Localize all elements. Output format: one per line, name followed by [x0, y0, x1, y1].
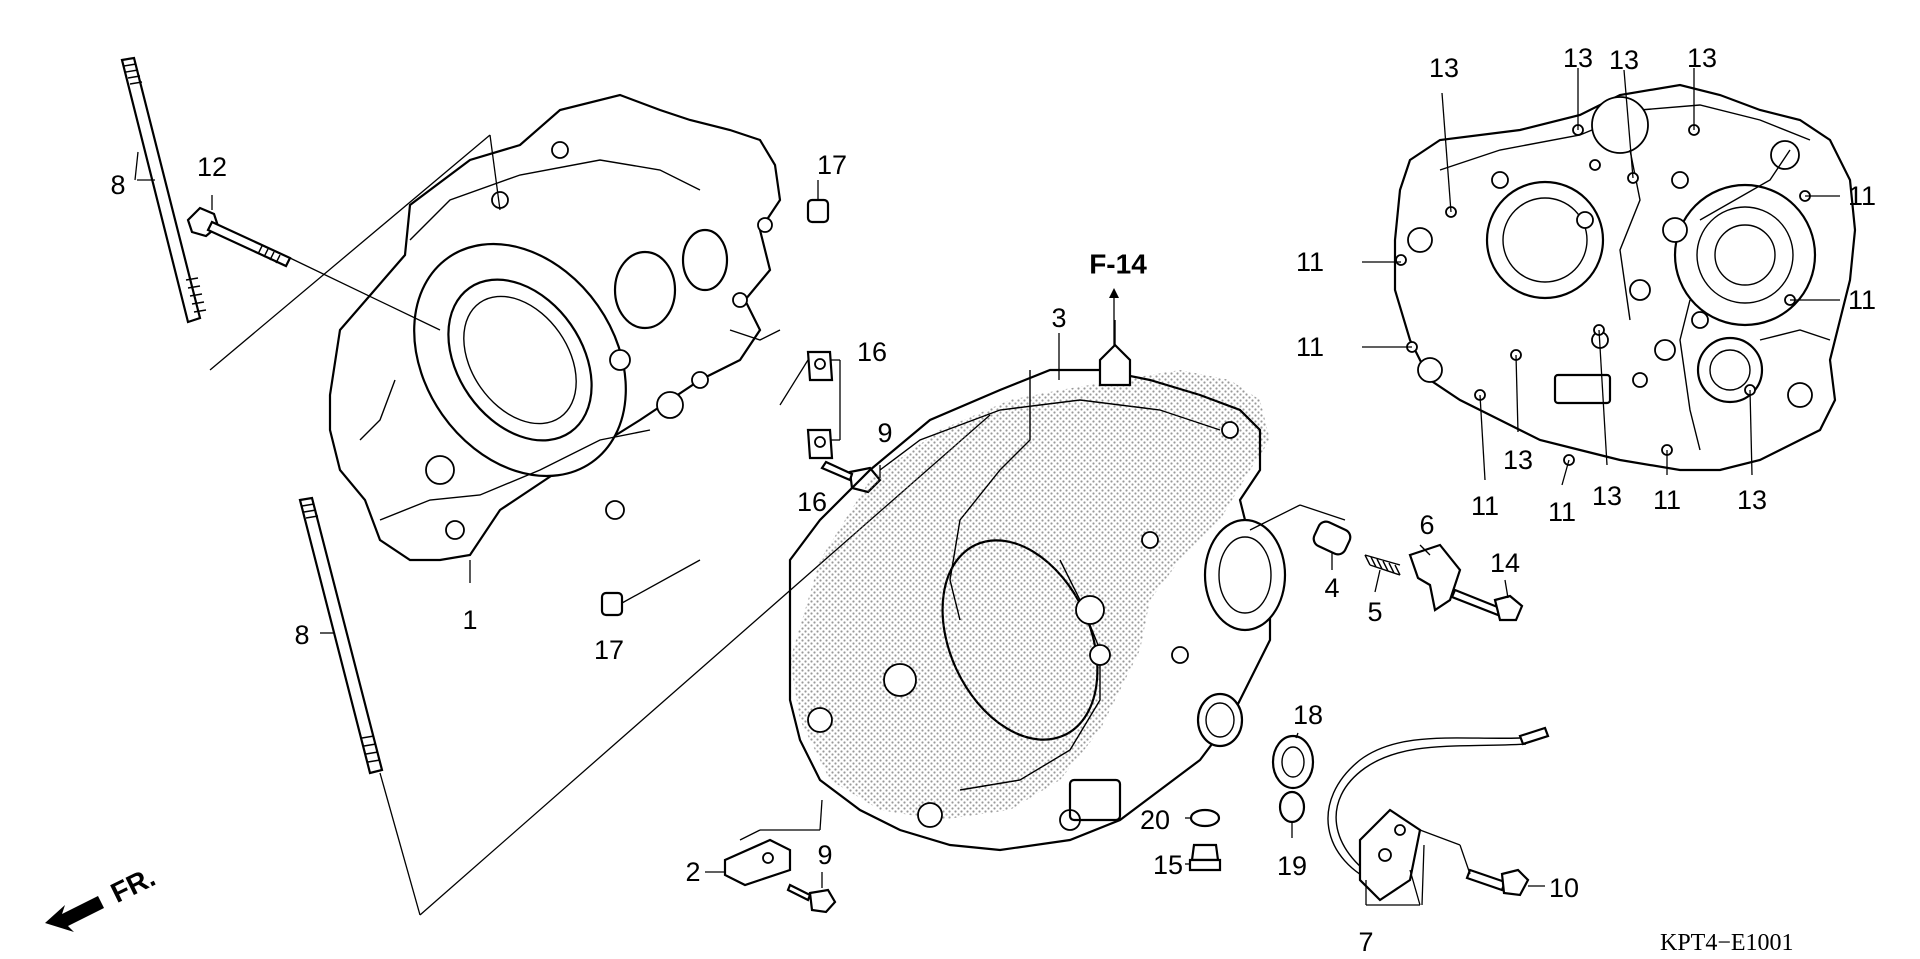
collar-4 [1312, 520, 1352, 556]
callout-15: 15 [1153, 850, 1183, 880]
callout-11-d: 11 [1296, 332, 1324, 362]
front-direction-arrow: FR. [45, 861, 160, 932]
callout-11-e: 11 [1471, 491, 1499, 521]
spring-5 [1364, 554, 1401, 576]
callout-16-upper: 16 [857, 337, 887, 367]
o-ring-19 [1278, 790, 1306, 824]
callout-13-g: 13 [1737, 485, 1767, 515]
callout-3: 3 [1051, 303, 1066, 333]
callout-13-e: 13 [1503, 445, 1533, 475]
crankcase-interior-view [1393, 83, 1857, 472]
callout-11-f: 11 [1548, 497, 1576, 527]
leaders-bottom-right [1185, 732, 1299, 865]
bolt-10 [1465, 868, 1530, 897]
stopper-arm-6 [1408, 543, 1462, 612]
callout-14: 14 [1490, 548, 1520, 578]
leaders-center [1058, 288, 1119, 380]
callout-13-f: 13 [1592, 481, 1622, 511]
leaders-sensor [1365, 829, 1545, 906]
oil-seal-18 [1271, 734, 1315, 790]
callout-13-b: 13 [1563, 43, 1593, 73]
callout-11-g: 11 [1653, 485, 1681, 515]
diagram-code: KPT4−E1001 [1660, 930, 1794, 956]
dowel-pin-upper [806, 198, 830, 224]
bolt-9-lower [786, 883, 837, 914]
callout-13-a: 13 [1429, 53, 1459, 83]
bolt-14 [1450, 588, 1524, 622]
callout-5: 5 [1367, 597, 1382, 627]
callout-13-d: 13 [1687, 43, 1717, 73]
flange-bolt-12 [186, 206, 292, 268]
leaders-bottom-left [705, 799, 823, 888]
neutral-switch-7 [1327, 726, 1550, 902]
reference-f14: F-14 [1089, 249, 1147, 280]
leaders-right-small [1249, 504, 1509, 599]
callout-11-a: 11 [1848, 181, 1876, 211]
callout-11-b: 11 [1296, 247, 1324, 277]
callout-17-upper: 17 [817, 150, 847, 180]
callout-8-lower: 8 [294, 620, 309, 650]
leaders-interior [1362, 68, 1840, 486]
callout-17-lower: 17 [594, 635, 624, 665]
callout-11-c: 11 [1848, 285, 1876, 315]
callout-1: 1 [462, 605, 477, 635]
drain-plug-15 [1188, 843, 1222, 872]
callout-8-upper: 8 [110, 170, 125, 200]
callout-6: 6 [1419, 510, 1434, 540]
callout-20: 20 [1140, 805, 1170, 835]
callout-10: 10 [1549, 873, 1579, 903]
callout-7: 7 [1358, 927, 1373, 957]
bracket-2 [723, 838, 792, 887]
callout-19: 19 [1277, 851, 1307, 881]
stud-bolt-lower [298, 496, 384, 775]
callout-9-lower: 9 [817, 840, 832, 870]
bolt-9-upper [820, 460, 882, 494]
callout-4: 4 [1324, 573, 1339, 603]
left-crankcase-half [328, 93, 782, 562]
callout-2: 2 [685, 857, 700, 887]
right-crankcase-half [788, 320, 1287, 852]
front-label: FR. [106, 861, 160, 909]
callout-9-upper: 9 [877, 418, 892, 448]
stud-bolt-upper [120, 56, 207, 324]
callout-18: 18 [1293, 700, 1323, 730]
dowel-pin-lower [600, 591, 624, 617]
callout-13-c: 13 [1609, 45, 1639, 75]
callout-12: 12 [197, 152, 227, 182]
callout-16-lower: 16 [797, 487, 827, 517]
sealing-washer-20 [1189, 808, 1221, 828]
